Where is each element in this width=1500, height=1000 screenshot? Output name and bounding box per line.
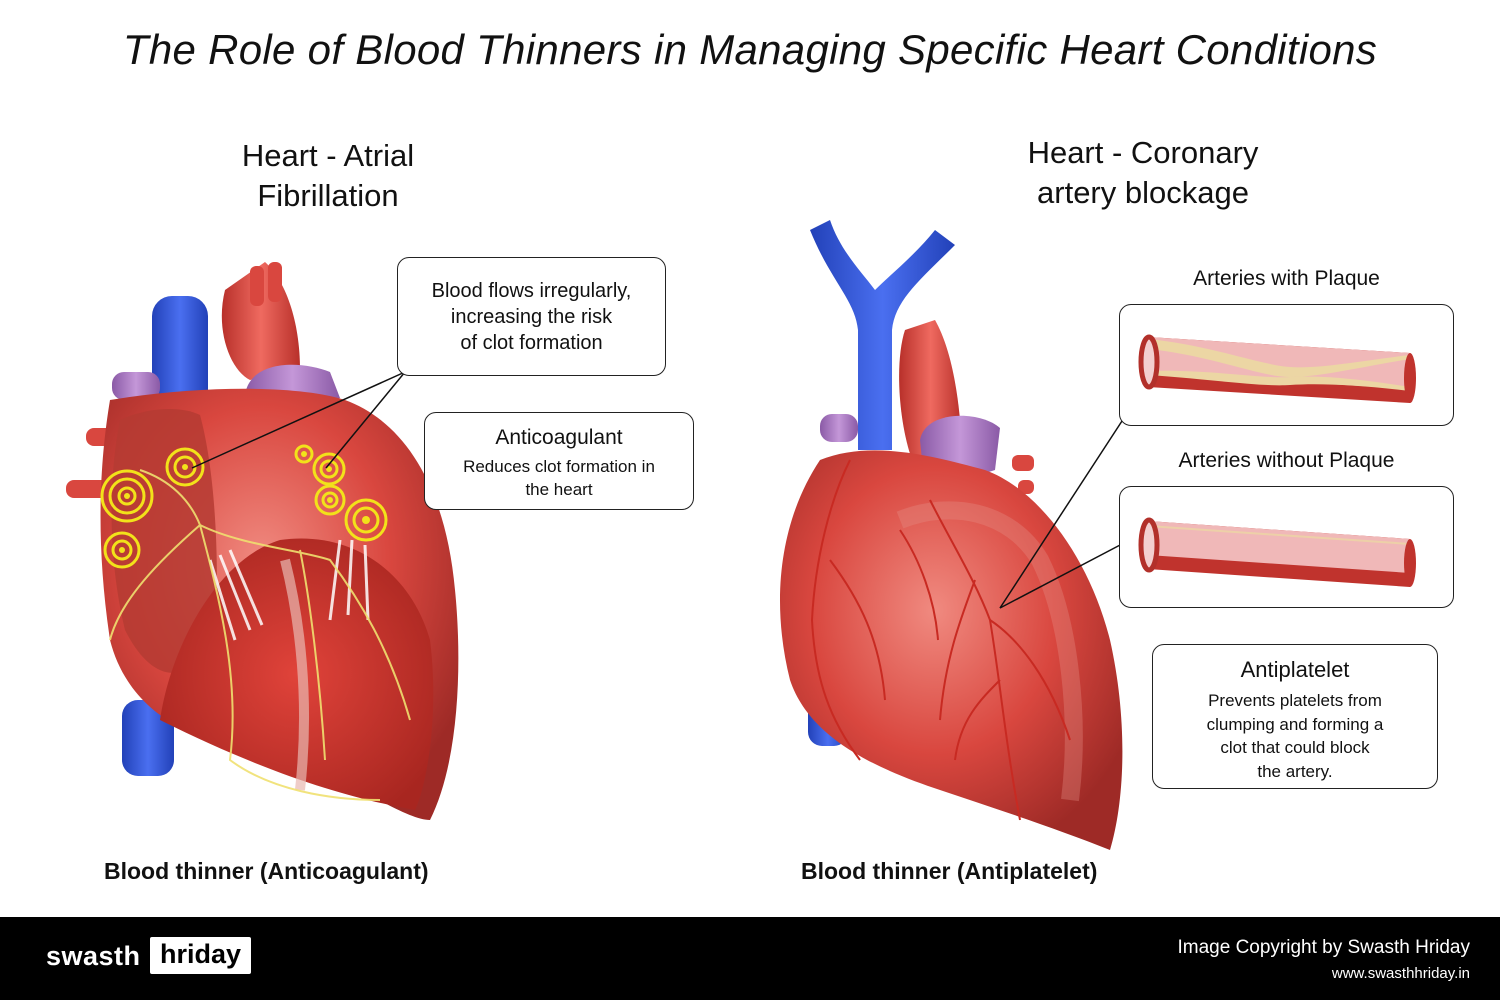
caption-anticoagulant: Blood thinner (Anticoagulant)	[104, 858, 429, 884]
label-arteries-with-plaque: Arteries with Plaque	[1193, 267, 1380, 290]
heading-coronary-blockage: Heart - Coronary artery blockage	[968, 133, 1318, 213]
heading-atrial-fibrillation: Heart - Atrial Fibrillation	[178, 136, 478, 216]
signal-ring-icon	[312, 452, 346, 486]
artery-end	[1404, 539, 1416, 587]
callout-line: the artery.	[1257, 761, 1333, 781]
septum	[280, 558, 309, 791]
coronary-arteries	[810, 459, 1071, 821]
callout-line: clumping and forming a	[1206, 714, 1384, 734]
artery-inner-lining	[1148, 525, 1410, 545]
vessel	[1018, 480, 1034, 494]
callout-line: the heart	[525, 480, 593, 499]
artery-lumen	[1148, 521, 1410, 573]
heading-line: artery blockage	[1037, 175, 1249, 210]
callout-leader-line	[999, 543, 1123, 609]
aortic-branch	[250, 266, 264, 306]
artery-opening	[1138, 517, 1160, 573]
callout-line: Prevents platelets from	[1208, 691, 1382, 710]
heading-line: Heart - Coronary	[1027, 135, 1259, 170]
signal-ring-icon	[314, 484, 346, 516]
website-url: www.swasthhriday.in	[1331, 965, 1470, 982]
callout-line: increasing the risk	[450, 306, 613, 328]
superior-vena-cava	[810, 220, 955, 450]
plaque-top	[1148, 339, 1410, 377]
callout-irregular-blood-flow: Blood flows irregularly, increasing the …	[397, 257, 666, 376]
callout-text: Reduces clot formation in the heart	[425, 455, 693, 501]
artery-end	[1404, 353, 1416, 403]
pulmonary-vein	[112, 372, 160, 400]
callout-title: Antiplatelet	[1240, 657, 1350, 682]
pulmonary-vein	[820, 414, 858, 442]
copyright-text: Image Copyright by Swasth Hriday	[1177, 937, 1470, 958]
footer: swasth hriday Image Copyright by Swasth …	[0, 917, 1500, 1000]
signal-ring-icon	[103, 531, 141, 569]
callout-leader-line	[999, 420, 1123, 609]
callout-line: clot that could block	[1220, 738, 1370, 757]
heart-atrial-fibrillation-illustration	[66, 262, 459, 820]
vessel	[1012, 455, 1034, 471]
caption-antiplatelet: Blood thinner (Antiplatelet)	[801, 858, 1098, 884]
signal-ring-icon	[100, 469, 154, 523]
callout-leader-line	[191, 371, 406, 469]
signal-ring-icon	[344, 498, 388, 542]
heading-line: Heart - Atrial	[241, 138, 415, 173]
ventricle-chamber	[160, 538, 434, 810]
plaque-bottom	[1148, 370, 1410, 391]
artery-without-plaque-panel	[1119, 486, 1454, 608]
callout-title: Anticoagulant	[495, 426, 623, 449]
callout-line: Blood flows irregularly,	[431, 280, 632, 302]
chordae-tendineae	[208, 539, 370, 641]
artery-opening	[1138, 334, 1160, 390]
artery-without-plaque-illustration	[1138, 517, 1416, 587]
callout-leader-line	[325, 371, 406, 469]
electrical-signal-markers	[100, 444, 388, 569]
callout-text: Prevents platelets from clumping and for…	[1153, 689, 1437, 783]
ventricle-highlight	[896, 501, 1083, 802]
aortic-branch	[268, 262, 282, 302]
heading-line: Fibrillation	[257, 178, 399, 213]
callout-anticoagulant: Anticoagulant Reduces clot formation in …	[424, 412, 694, 510]
heart-coronary-blockage-illustration	[780, 220, 1123, 850]
callout-line: Reduces clot formation in	[463, 457, 655, 476]
callout-line: of clot formation	[460, 332, 603, 354]
signal-ring-icon	[294, 444, 314, 464]
artery-with-plaque-panel	[1119, 304, 1454, 426]
heart-illustrations	[66, 220, 1123, 850]
logo-text-swasth: swasth	[46, 941, 141, 971]
conduction-pathways	[109, 469, 411, 801]
page-title: The Role of Blood Thinners in Managing S…	[122, 26, 1378, 73]
artery-with-plaque-illustration	[1138, 334, 1416, 403]
logo-text-hriday: hriday	[150, 937, 252, 974]
label-arteries-without-plaque: Arteries without Plaque	[1178, 449, 1395, 472]
callout-antiplatelet: Antiplatelet Prevents platelets from clu…	[1152, 644, 1438, 789]
